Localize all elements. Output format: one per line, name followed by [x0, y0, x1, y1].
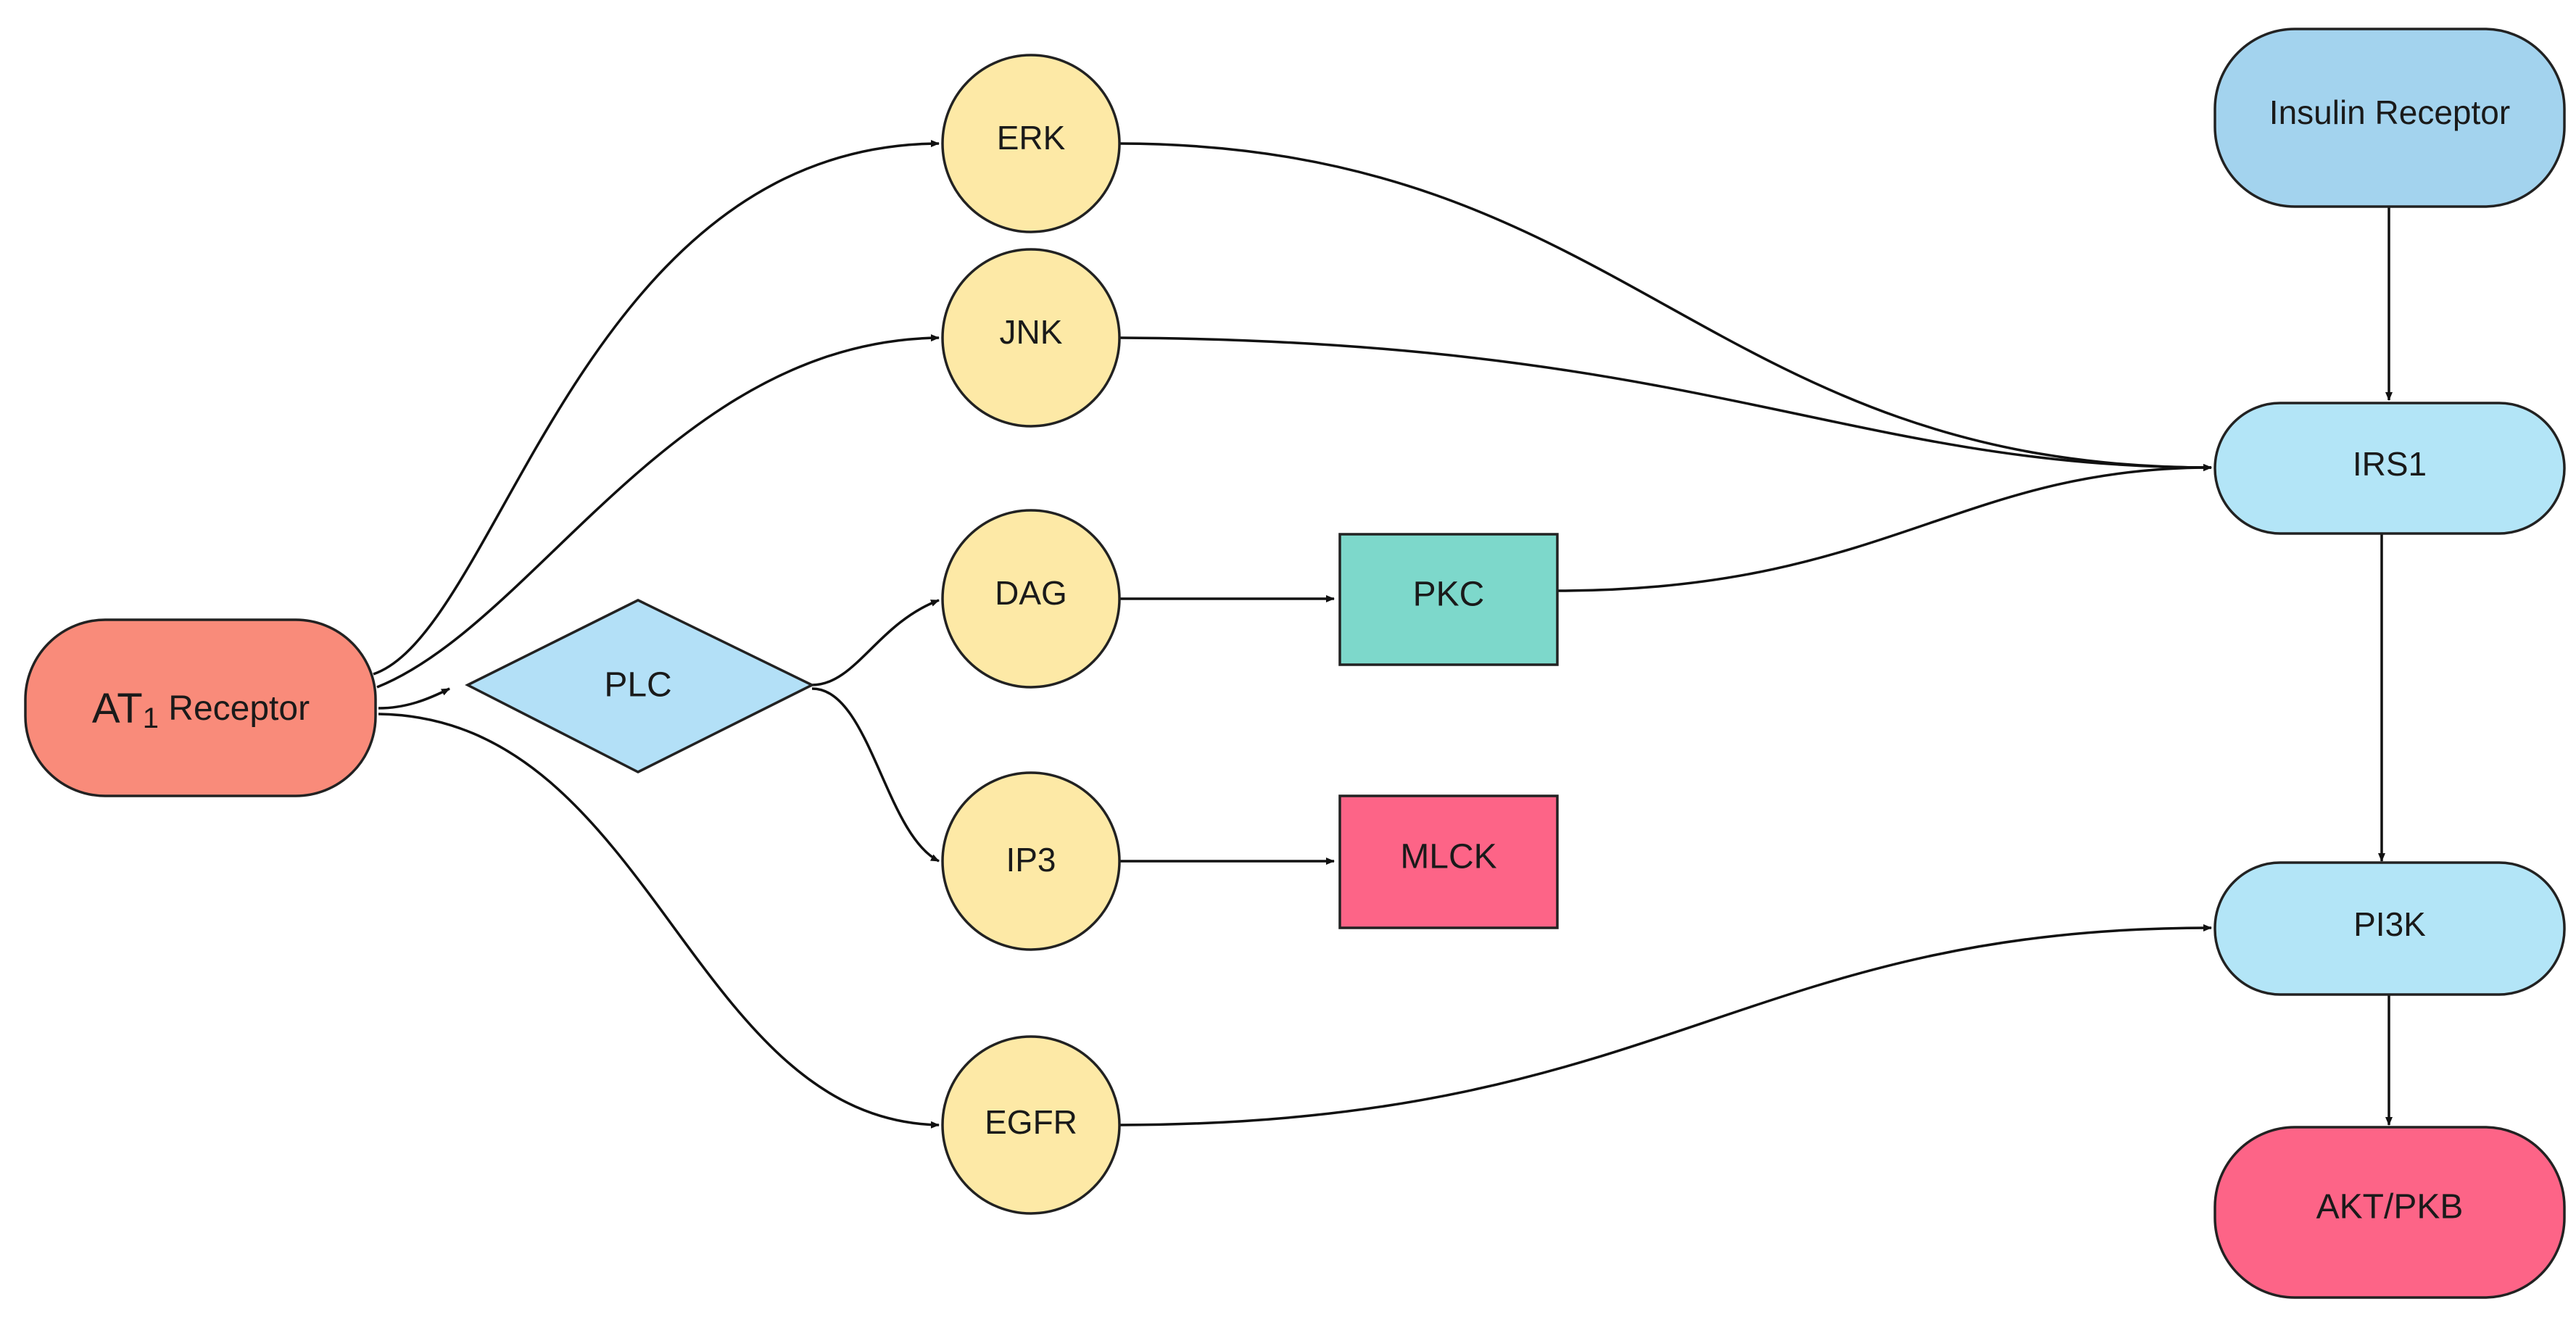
plc-label: PLC: [604, 666, 671, 705]
node-at1-receptor: AT1 Receptor: [24, 618, 377, 797]
node-irs1: IRS1: [2213, 402, 2566, 535]
dag-label: DAG: [995, 574, 1067, 612]
node-pkc: PKC: [1338, 533, 1559, 666]
nodes: AT1 Receptor PLC ERK JNK DAG IP3: [24, 28, 2566, 1299]
at1-receptor-label-main: AT: [92, 685, 143, 732]
at1-receptor-label-subscript: 1: [143, 702, 159, 734]
pi3k-shape: [2213, 861, 2566, 996]
at1-receptor-label-rest: Receptor: [159, 689, 310, 728]
mlck-label: MLCK: [1400, 838, 1496, 876]
edge-at1-to-egfr: [378, 713, 940, 1129]
edge-jnk-to-irs1: [1119, 336, 2212, 471]
node-mlck: MLCK: [1338, 794, 1559, 929]
jnk-shape: [941, 248, 1121, 428]
node-ip3: IP3: [941, 771, 1121, 951]
node-egfr: EGFR: [941, 1035, 1121, 1215]
node-plc: PLC: [465, 599, 815, 773]
plc-shape: [465, 599, 815, 773]
pi3k-label: PI3K: [2353, 905, 2426, 943]
dag-shape: [941, 509, 1121, 689]
irs1-label: IRS1: [2353, 445, 2427, 483]
erk-label: ERK: [997, 119, 1066, 157]
insulin-receptor-shape: [2213, 28, 2566, 208]
pkc-shape: [1338, 533, 1559, 666]
edge-erk-to-irs1: [1119, 142, 2212, 471]
edge-plc-to-dag: [811, 599, 940, 686]
insulin-receptor-label: Insulin Receptor: [2269, 94, 2510, 131]
egfr-shape: [941, 1035, 1121, 1215]
edge-egfr-to-pi3k: [1119, 924, 2212, 1126]
akt-pkb-label: AKT/PKB: [2316, 1188, 2464, 1226]
akt-pkb-shape: [2213, 1126, 2566, 1299]
edge-at1-to-erk: [373, 140, 940, 676]
edge-plc-to-ip3: [811, 687, 940, 863]
node-erk: ERK: [941, 54, 1121, 233]
mlck-shape: [1338, 794, 1559, 929]
node-akt-pkb: AKT/PKB: [2213, 1126, 2566, 1299]
egfr-label: EGFR: [985, 1103, 1077, 1141]
node-insulin-receptor: Insulin Receptor: [2213, 28, 2566, 208]
at1-receptor-label: AT1 Receptor: [92, 685, 310, 735]
ip3-label: IP3: [1006, 841, 1056, 879]
ip3-shape: [941, 771, 1121, 951]
edge-pkc-to-irs1: [1557, 464, 2212, 592]
erk-shape: [941, 54, 1121, 233]
jnk-label: JNK: [1000, 313, 1063, 351]
pkc-label: PKC: [1413, 576, 1485, 614]
node-dag: DAG: [941, 509, 1121, 689]
node-jnk: JNK: [941, 248, 1121, 428]
at1-receptor-shape: [24, 618, 377, 797]
edge-at1-to-plc: [378, 687, 450, 710]
edge-at1-to-jnk: [376, 334, 940, 689]
irs1-shape: [2213, 402, 2566, 535]
node-pi3k: PI3K: [2213, 861, 2566, 996]
edges: [373, 140, 2393, 1129]
